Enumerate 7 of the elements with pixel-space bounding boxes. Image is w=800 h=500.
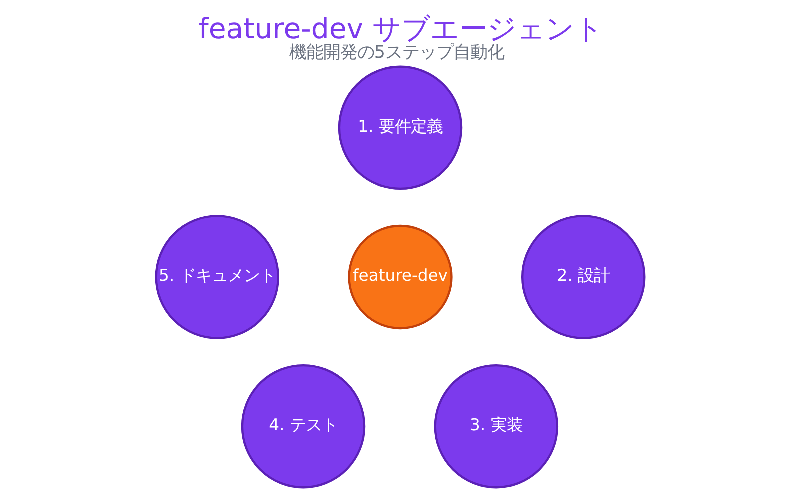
node-circle: 5. ドキュメント xyxy=(154,215,280,340)
node-circle: 4. テスト xyxy=(240,364,366,489)
node-circle: 2. 設計 xyxy=(520,215,646,340)
node-circle: feature-dev xyxy=(348,224,452,330)
caption: 機能開発の5ステップ自動化 xyxy=(288,42,504,63)
node-circle: 1. 要件定義 xyxy=(338,66,462,190)
node-circle: 3. 実装 xyxy=(434,364,558,489)
